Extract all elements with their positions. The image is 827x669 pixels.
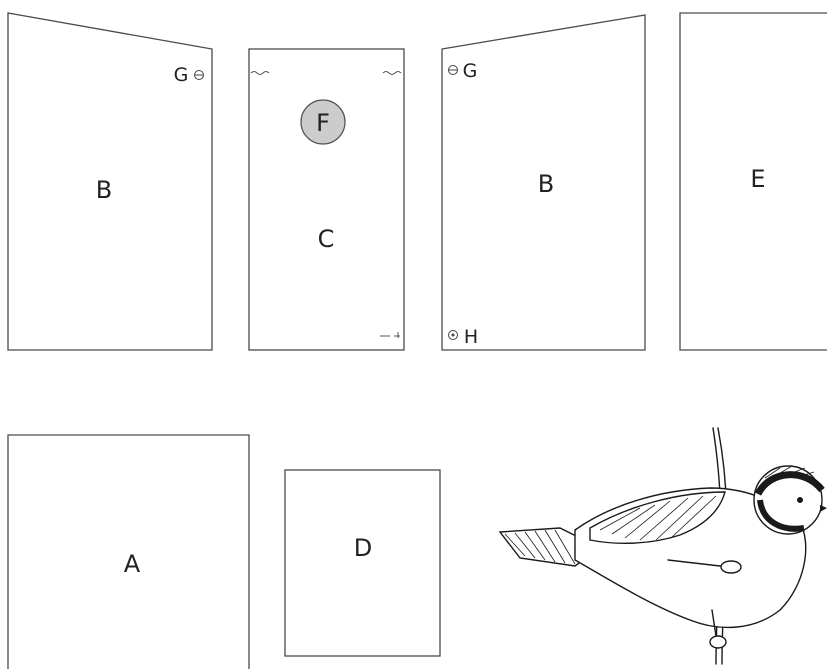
hole-h-label: H <box>464 326 478 348</box>
cut-mark-icon <box>382 71 402 75</box>
screw-hole-icon <box>194 70 204 80</box>
cut-mark-icon <box>250 71 270 75</box>
panel-c-label: C <box>318 225 335 253</box>
blue-tit-bird-icon <box>498 427 827 665</box>
screw-hole-icon <box>448 65 458 75</box>
hinge-hole-icon <box>448 330 458 340</box>
panel-b-right-label: B <box>538 170 554 198</box>
entrance-hole <box>300 99 346 145</box>
panel-e-back: E <box>679 12 827 351</box>
panel-d-label: D <box>354 534 372 562</box>
panel-c-front: F C <box>248 48 405 351</box>
hole-g-label-right: G <box>463 60 478 82</box>
panel-a-base: A <box>7 434 250 669</box>
cut-mark-icon <box>380 332 400 338</box>
panel-a-label: A <box>124 550 141 578</box>
entrance-hole-label: F <box>316 109 330 137</box>
panel-e-label: E <box>750 165 765 193</box>
panel-b-left-label: B <box>96 176 112 204</box>
panel-d-roof: D <box>284 469 441 657</box>
panel-b-right: B G H <box>441 14 646 351</box>
panel-b-left: B G <box>7 12 213 351</box>
hole-g-label-left: G <box>174 64 189 86</box>
